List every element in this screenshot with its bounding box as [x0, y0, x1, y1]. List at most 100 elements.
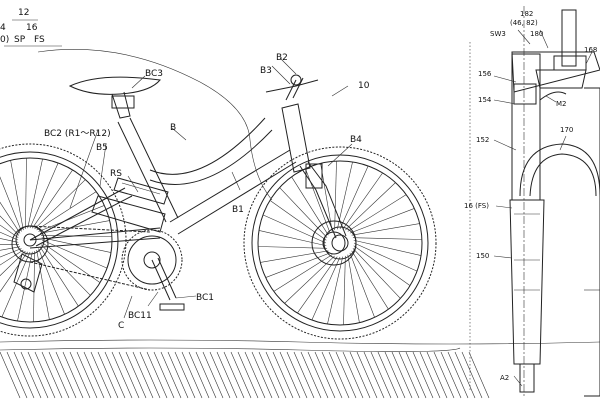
hatch-line	[440, 351, 462, 399]
hatch-line	[258, 351, 280, 399]
label-46-82: (46, 82)	[510, 19, 538, 27]
spoke	[39, 246, 79, 307]
hatch-line	[307, 351, 329, 399]
spoke	[41, 242, 101, 283]
hatch-line	[335, 351, 357, 399]
hatch-line	[41, 351, 63, 399]
label-m2: M2	[556, 100, 567, 108]
hatch-line	[48, 351, 70, 399]
hatch-line	[104, 351, 126, 399]
spoke	[39, 220, 110, 234]
hatch-line	[461, 351, 483, 399]
hatch-line	[216, 351, 238, 399]
spoke	[0, 250, 26, 277]
hatch-line	[62, 351, 84, 399]
hatch-line	[279, 351, 301, 399]
hatch-line	[153, 351, 175, 399]
spoke	[291, 176, 329, 236]
label-bc2: BC2 (R1～R12)	[44, 129, 111, 139]
spoke	[38, 248, 65, 315]
hatch-line	[370, 351, 392, 399]
hatch-line	[272, 351, 294, 399]
reference-labels: 12 4 16 0) SP FS BC3 B2 B3 10 B BC2 (R1～…	[0, 8, 597, 382]
hatch-line	[244, 351, 266, 399]
hatch-line	[188, 351, 210, 399]
hatch-line	[321, 351, 343, 399]
label-12: 12	[18, 8, 29, 18]
hatch-line	[174, 351, 196, 399]
hatch-line	[146, 351, 168, 399]
spoke	[353, 245, 411, 286]
spoke	[349, 208, 415, 234]
hatch-line	[69, 351, 91, 399]
spoke	[262, 214, 327, 244]
hatch-line	[349, 351, 371, 399]
spoke	[27, 158, 43, 229]
hatch-line	[27, 351, 49, 399]
spoke	[351, 250, 389, 310]
label-sw3: SW3	[490, 30, 506, 38]
spoke	[334, 161, 337, 231]
hatch-line	[202, 351, 224, 399]
label-168: 168	[584, 46, 597, 54]
spoke	[0, 215, 20, 236]
spoke	[260, 250, 329, 263]
label-16: 16	[26, 23, 38, 33]
hatch-line	[6, 351, 28, 399]
label-b3: B3	[260, 66, 272, 76]
hatch-line	[181, 351, 203, 399]
label-b4: B4	[350, 135, 362, 145]
spoke	[0, 246, 21, 251]
ground-hatch	[0, 339, 600, 399]
hatch-line	[363, 351, 385, 399]
spoke	[273, 254, 333, 292]
hatch-line	[300, 351, 322, 399]
spoke	[0, 244, 19, 245]
spoke	[349, 252, 375, 318]
spoke	[297, 256, 338, 314]
label-bc11: BC11	[128, 311, 152, 321]
hatch-line	[76, 351, 98, 399]
spoke	[32, 169, 73, 229]
hatch-line	[139, 351, 161, 399]
hatch-line	[454, 351, 476, 399]
spoke	[0, 249, 24, 266]
hatch-line	[55, 351, 77, 399]
hatch-line	[83, 351, 105, 399]
label-182: 182	[520, 10, 533, 18]
spoke	[258, 246, 328, 249]
spoke	[345, 182, 396, 231]
spoke	[347, 254, 360, 323]
spoke	[25, 158, 27, 229]
label-b2: B2	[276, 53, 288, 63]
spoke	[258, 230, 327, 247]
spoke	[1, 251, 31, 318]
spoke	[0, 176, 22, 232]
hatch-line	[286, 351, 308, 399]
fork-detail	[469, 6, 600, 397]
label-sp: SP	[14, 35, 26, 45]
spoke	[29, 162, 59, 229]
hatch-line	[468, 351, 490, 399]
hatch-line	[251, 351, 273, 399]
saddle	[68, 76, 161, 119]
spoke	[36, 249, 50, 320]
hatch-line	[160, 351, 182, 399]
hatch-line	[195, 351, 217, 399]
spoke	[320, 163, 333, 232]
label-b: B	[170, 123, 176, 133]
hatch-line	[20, 351, 42, 399]
hatch-line	[419, 351, 441, 399]
spoke	[279, 187, 328, 238]
hatch-line	[0, 351, 21, 399]
leader-lines	[4, 19, 593, 387]
spoke	[347, 194, 407, 232]
hatch-line	[230, 351, 252, 399]
hatch-line	[412, 351, 434, 399]
hatch-line	[447, 351, 469, 399]
label-c: C	[118, 321, 124, 331]
hatch-line	[405, 351, 427, 399]
spoke	[336, 161, 353, 230]
